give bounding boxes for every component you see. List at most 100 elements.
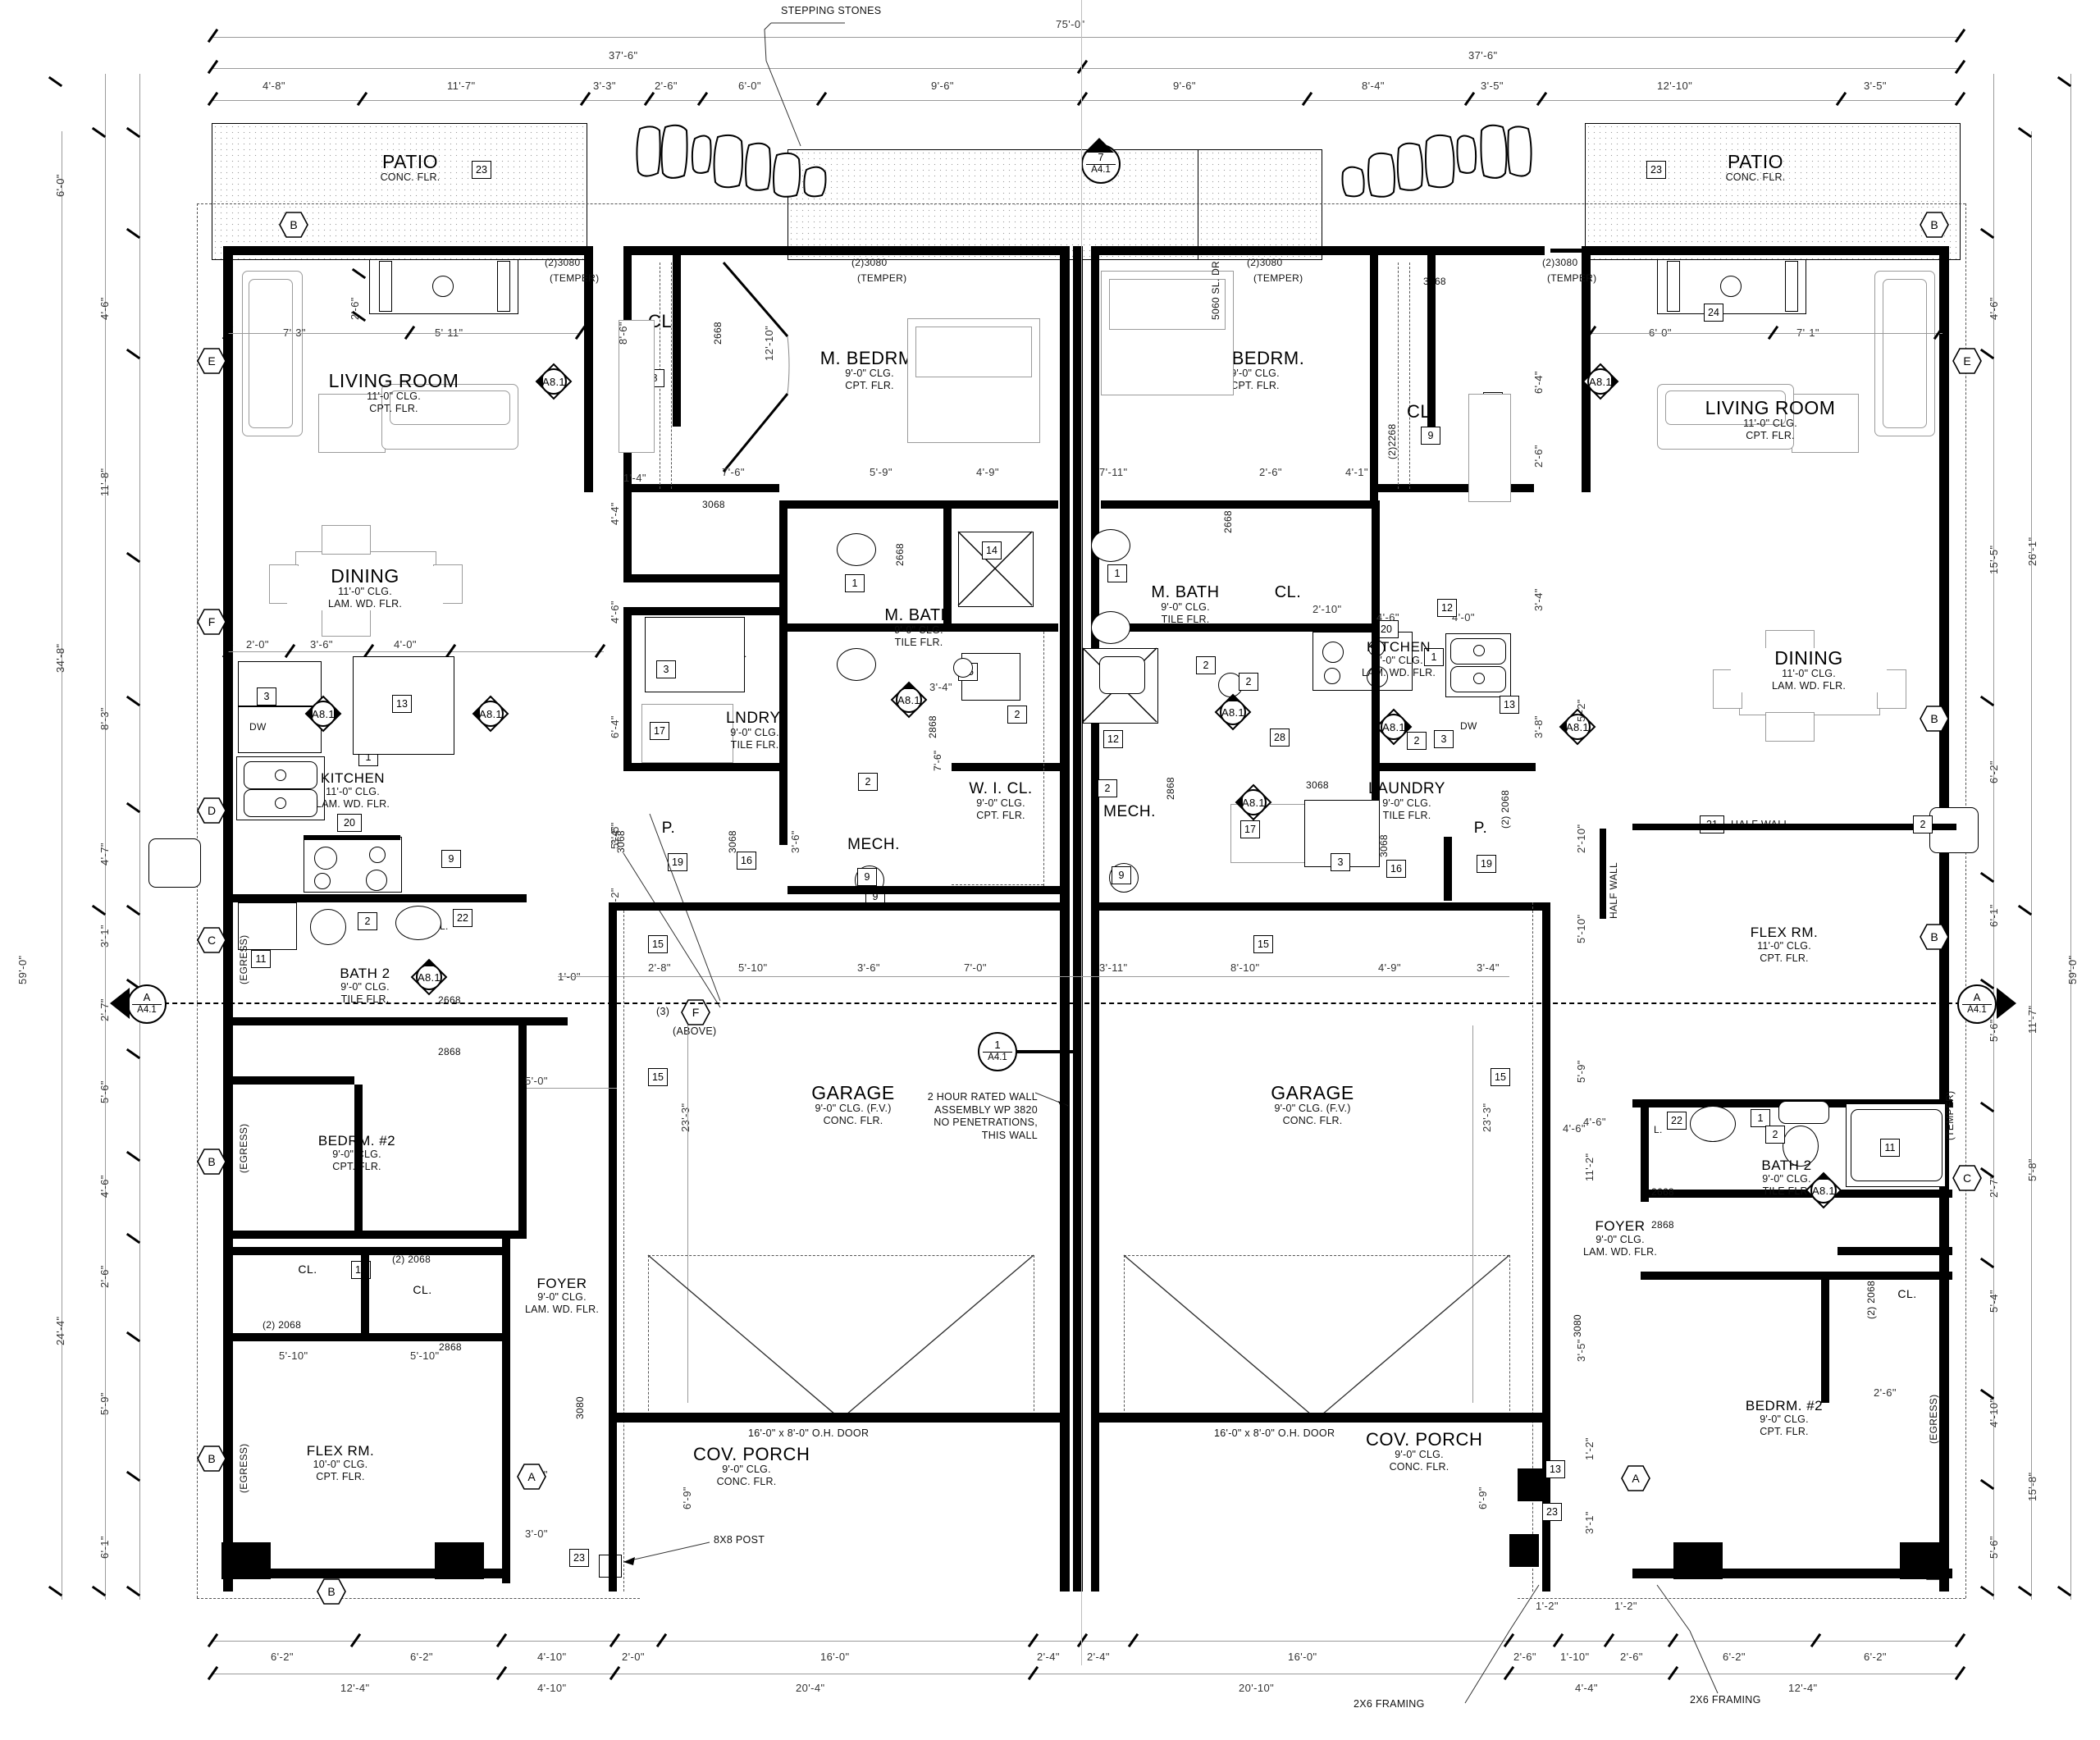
keynote-11-left[interactable]: 2: [1007, 706, 1027, 724]
detail-bubble-kitchen-right-2[interactable]: A8.1: [1559, 708, 1596, 746]
keynote-11-right-bath2[interactable]: 2: [1765, 1126, 1785, 1144]
grid-bubble-left-F[interactable]: F: [197, 609, 226, 635]
keynote-10-mbath-left[interactable]: 1: [845, 574, 865, 592]
room-label-dining-left: DINING 11'-0" CLG. LAM. WD. FLR.: [287, 566, 443, 610]
keynote-22-left[interactable]: 22: [453, 909, 472, 927]
keynote-4-right[interactable]: 13: [1500, 696, 1519, 714]
keynote-24-right[interactable]: 24: [1704, 304, 1723, 322]
grid-bubble-left-B2[interactable]: B: [197, 1149, 226, 1175]
bedrm2-right-clg: 9'-0" CLG.: [1760, 1413, 1809, 1425]
keynote-23-porch-right[interactable]: 23: [1542, 1503, 1562, 1521]
keynote-19-left[interactable]: 19: [668, 853, 687, 871]
keynote-1-right[interactable]: 1: [1424, 648, 1444, 666]
dim-tick: [207, 59, 219, 75]
detail-bubble-kitchen-right[interactable]: A8.1: [1375, 708, 1413, 746]
dining-right-clg: 11'-0" CLG.: [1782, 668, 1836, 680]
grid-bubble-left-E[interactable]: E: [197, 348, 226, 374]
dim-left-6-1: 6'-1": [98, 1536, 111, 1559]
exterior-wall-right: [1939, 246, 1949, 1592]
room-label-bath2-right: BATH 2 9'-0" CLG. TILE FLR.: [1713, 1158, 1860, 1197]
dining-left-flr: LAM. WD. FLR.: [327, 597, 403, 610]
grid-bubble-left-C[interactable]: C: [197, 927, 226, 953]
keynote-2-left-wic[interactable]: 2: [858, 773, 878, 791]
grid-bubble-right-B1[interactable]: B: [1920, 706, 1949, 732]
keynote-11-right[interactable]: 2: [1196, 656, 1216, 674]
keynote-5-a[interactable]: 3: [257, 687, 276, 706]
keynote-6-a[interactable]: 9: [441, 850, 461, 868]
keynote-10-right-bath2[interactable]: 1: [1751, 1109, 1770, 1127]
keynote-3-right[interactable]: 12: [1437, 599, 1457, 617]
detail-bubble-bath2-left[interactable]: A8.1: [410, 958, 448, 996]
dim-bot-6-2-b: 6'-2": [410, 1651, 433, 1663]
keynote-13-right[interactable]: 12: [1103, 730, 1123, 748]
keynote-19-right[interactable]: 19: [1477, 855, 1496, 873]
room-label-bath2-left: BATH 2 9'-0" CLG. TILE FLR.: [287, 966, 443, 1005]
foyer-left-clg: 9'-0" CLG.: [537, 1290, 587, 1303]
keynote-5-laundry-right[interactable]: 3: [1331, 853, 1350, 871]
detail-bubble-left-living[interactable]: A8.1: [535, 363, 573, 400]
keynote-26b-right[interactable]: 2: [1098, 779, 1117, 797]
section-marker-right[interactable]: A A4.1: [1957, 984, 1997, 1024]
keynote-16-left[interactable]: 16: [737, 852, 756, 870]
keynote-11b-right[interactable]: 2: [1239, 673, 1258, 691]
garage-right-clg: 9'-0" CLG. (F.V.): [1274, 1103, 1351, 1115]
door-tag-3068-laundry-right: 3068: [1306, 779, 1329, 791]
grid-bubble-right-B2[interactable]: B: [1920, 924, 1949, 950]
detail-bubble-mbath-left[interactable]: A8.1: [890, 681, 928, 719]
keynote-22-right[interactable]: 22: [1667, 1112, 1687, 1130]
keynote-6-right[interactable]: 9: [1421, 427, 1440, 445]
dim-bot-2-6-a: 2'-6": [1513, 1651, 1536, 1663]
detail-bubble-laundry-right[interactable]: A8.1: [1235, 783, 1272, 821]
dim-11-2: 11'-2": [1583, 1153, 1596, 1181]
keynote-12-left[interactable]: 11: [251, 950, 271, 968]
keynote-15-right[interactable]: 15: [1491, 1068, 1510, 1086]
keynote-15-left[interactable]: 15: [648, 1068, 668, 1086]
keynote-9-left[interactable]: 9: [857, 868, 877, 886]
wall-cl-left-3: [632, 484, 779, 492]
grid-bubble-right-E[interactable]: E: [1952, 348, 1982, 374]
keynote-18-right[interactable]: 17: [1240, 820, 1260, 838]
keynote-4-a[interactable]: 13: [392, 695, 412, 713]
keynote-15-left-top[interactable]: 15: [648, 935, 668, 953]
keynote-9-right[interactable]: 9: [1112, 866, 1131, 884]
section-marker-center[interactable]: 1 A4.1: [978, 1032, 1017, 1071]
keynote-23-right[interactable]: 23: [1646, 161, 1666, 179]
grid-bubble-left-D[interactable]: D: [197, 797, 226, 824]
keynote-28-right[interactable]: 28: [1270, 728, 1290, 747]
detail-bubble-mbath-right[interactable]: A8.1: [1214, 693, 1252, 731]
keynote-23-left[interactable]: 23: [472, 161, 491, 179]
detail-bubble-label: A8.1: [542, 375, 565, 388]
detail-bubble-bath2-right[interactable]: A8.1: [1805, 1171, 1842, 1209]
keynote-2-right[interactable]: 2: [1407, 732, 1427, 750]
keynote-26c-right[interactable]: 2: [1913, 815, 1933, 833]
keynote-23-porch-left[interactable]: 23: [569, 1549, 589, 1567]
flex-left-name: FLEX RM.: [306, 1443, 375, 1459]
keynote-10-left[interactable]: 2: [358, 912, 377, 930]
grid-bubble-F-above[interactable]: F: [681, 999, 710, 1025]
label-egress-left-1: (EGRESS): [238, 934, 249, 984]
detail-bubble-kitchen-left-2[interactable]: A8.1: [472, 695, 509, 733]
keynote-17-left[interactable]: 17: [650, 722, 669, 740]
grid-bubble-left-B3[interactable]: B: [197, 1445, 226, 1472]
grid-bubble-left-A[interactable]: A: [517, 1464, 546, 1490]
keynote-4-porch-right[interactable]: 13: [1545, 1460, 1565, 1478]
keynote-10-mbath-right[interactable]: 1: [1107, 564, 1127, 582]
section-marker-left[interactable]: A A4.1: [127, 984, 167, 1024]
dim-2-6-cl-r: 2'-6": [1874, 1386, 1897, 1399]
keynote-5-lndry-left[interactable]: 3: [656, 660, 676, 678]
grid-bubble-left-B4[interactable]: B: [317, 1578, 346, 1605]
keynote-12-right[interactable]: 11: [1880, 1139, 1900, 1157]
keynote-15-right-top[interactable]: 15: [1253, 935, 1273, 953]
keynote-14-left[interactable]: 14: [982, 541, 1002, 559]
detail-bubble-kitchen-left[interactable]: A8.1: [304, 695, 342, 733]
keynote-5-right[interactable]: 3: [1434, 730, 1454, 748]
keynote-16-right[interactable]: 16: [1386, 860, 1406, 878]
grid-bubble-right-A[interactable]: A: [1621, 1465, 1650, 1491]
grid-bubble-right-B0[interactable]: B: [1920, 212, 1949, 238]
keynote-20-left[interactable]: 20: [337, 814, 362, 832]
label-egress-right: (EGRESS): [1928, 1394, 1939, 1444]
detail-bubble-right-living[interactable]: A8.1: [1582, 363, 1619, 400]
grid-bubble-right-C[interactable]: C: [1952, 1165, 1982, 1191]
grid-bubble-left-B1[interactable]: B: [279, 212, 308, 238]
